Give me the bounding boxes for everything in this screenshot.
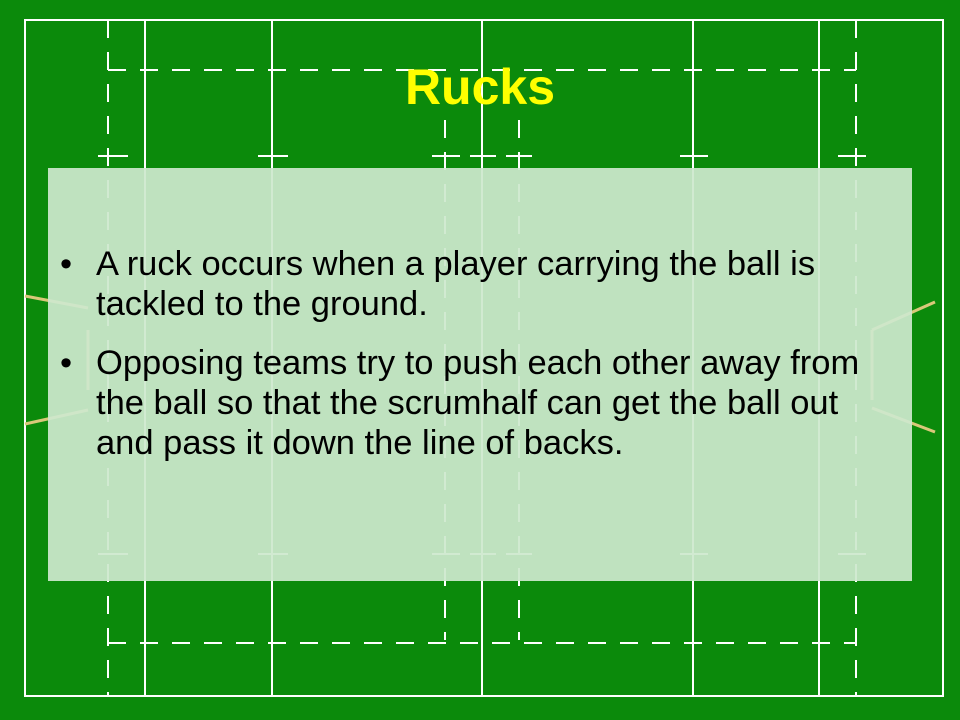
bullet-text: Opposing teams try to push each other aw… [96, 344, 860, 462]
bullet-list: • A ruck occurs when a player carrying t… [52, 244, 892, 482]
bullet-marker: • [60, 344, 73, 382]
bullet-item: • A ruck occurs when a player carrying t… [52, 244, 892, 324]
bullet-item: • Opposing teams try to push each other … [52, 343, 892, 463]
slide-title: Rucks [404, 59, 556, 115]
bullet-marker: • [60, 245, 73, 283]
field-boundary [24, 19, 944, 697]
content-panel [48, 168, 912, 581]
bullet-text: A ruck occurs when a player carrying the… [96, 245, 816, 323]
